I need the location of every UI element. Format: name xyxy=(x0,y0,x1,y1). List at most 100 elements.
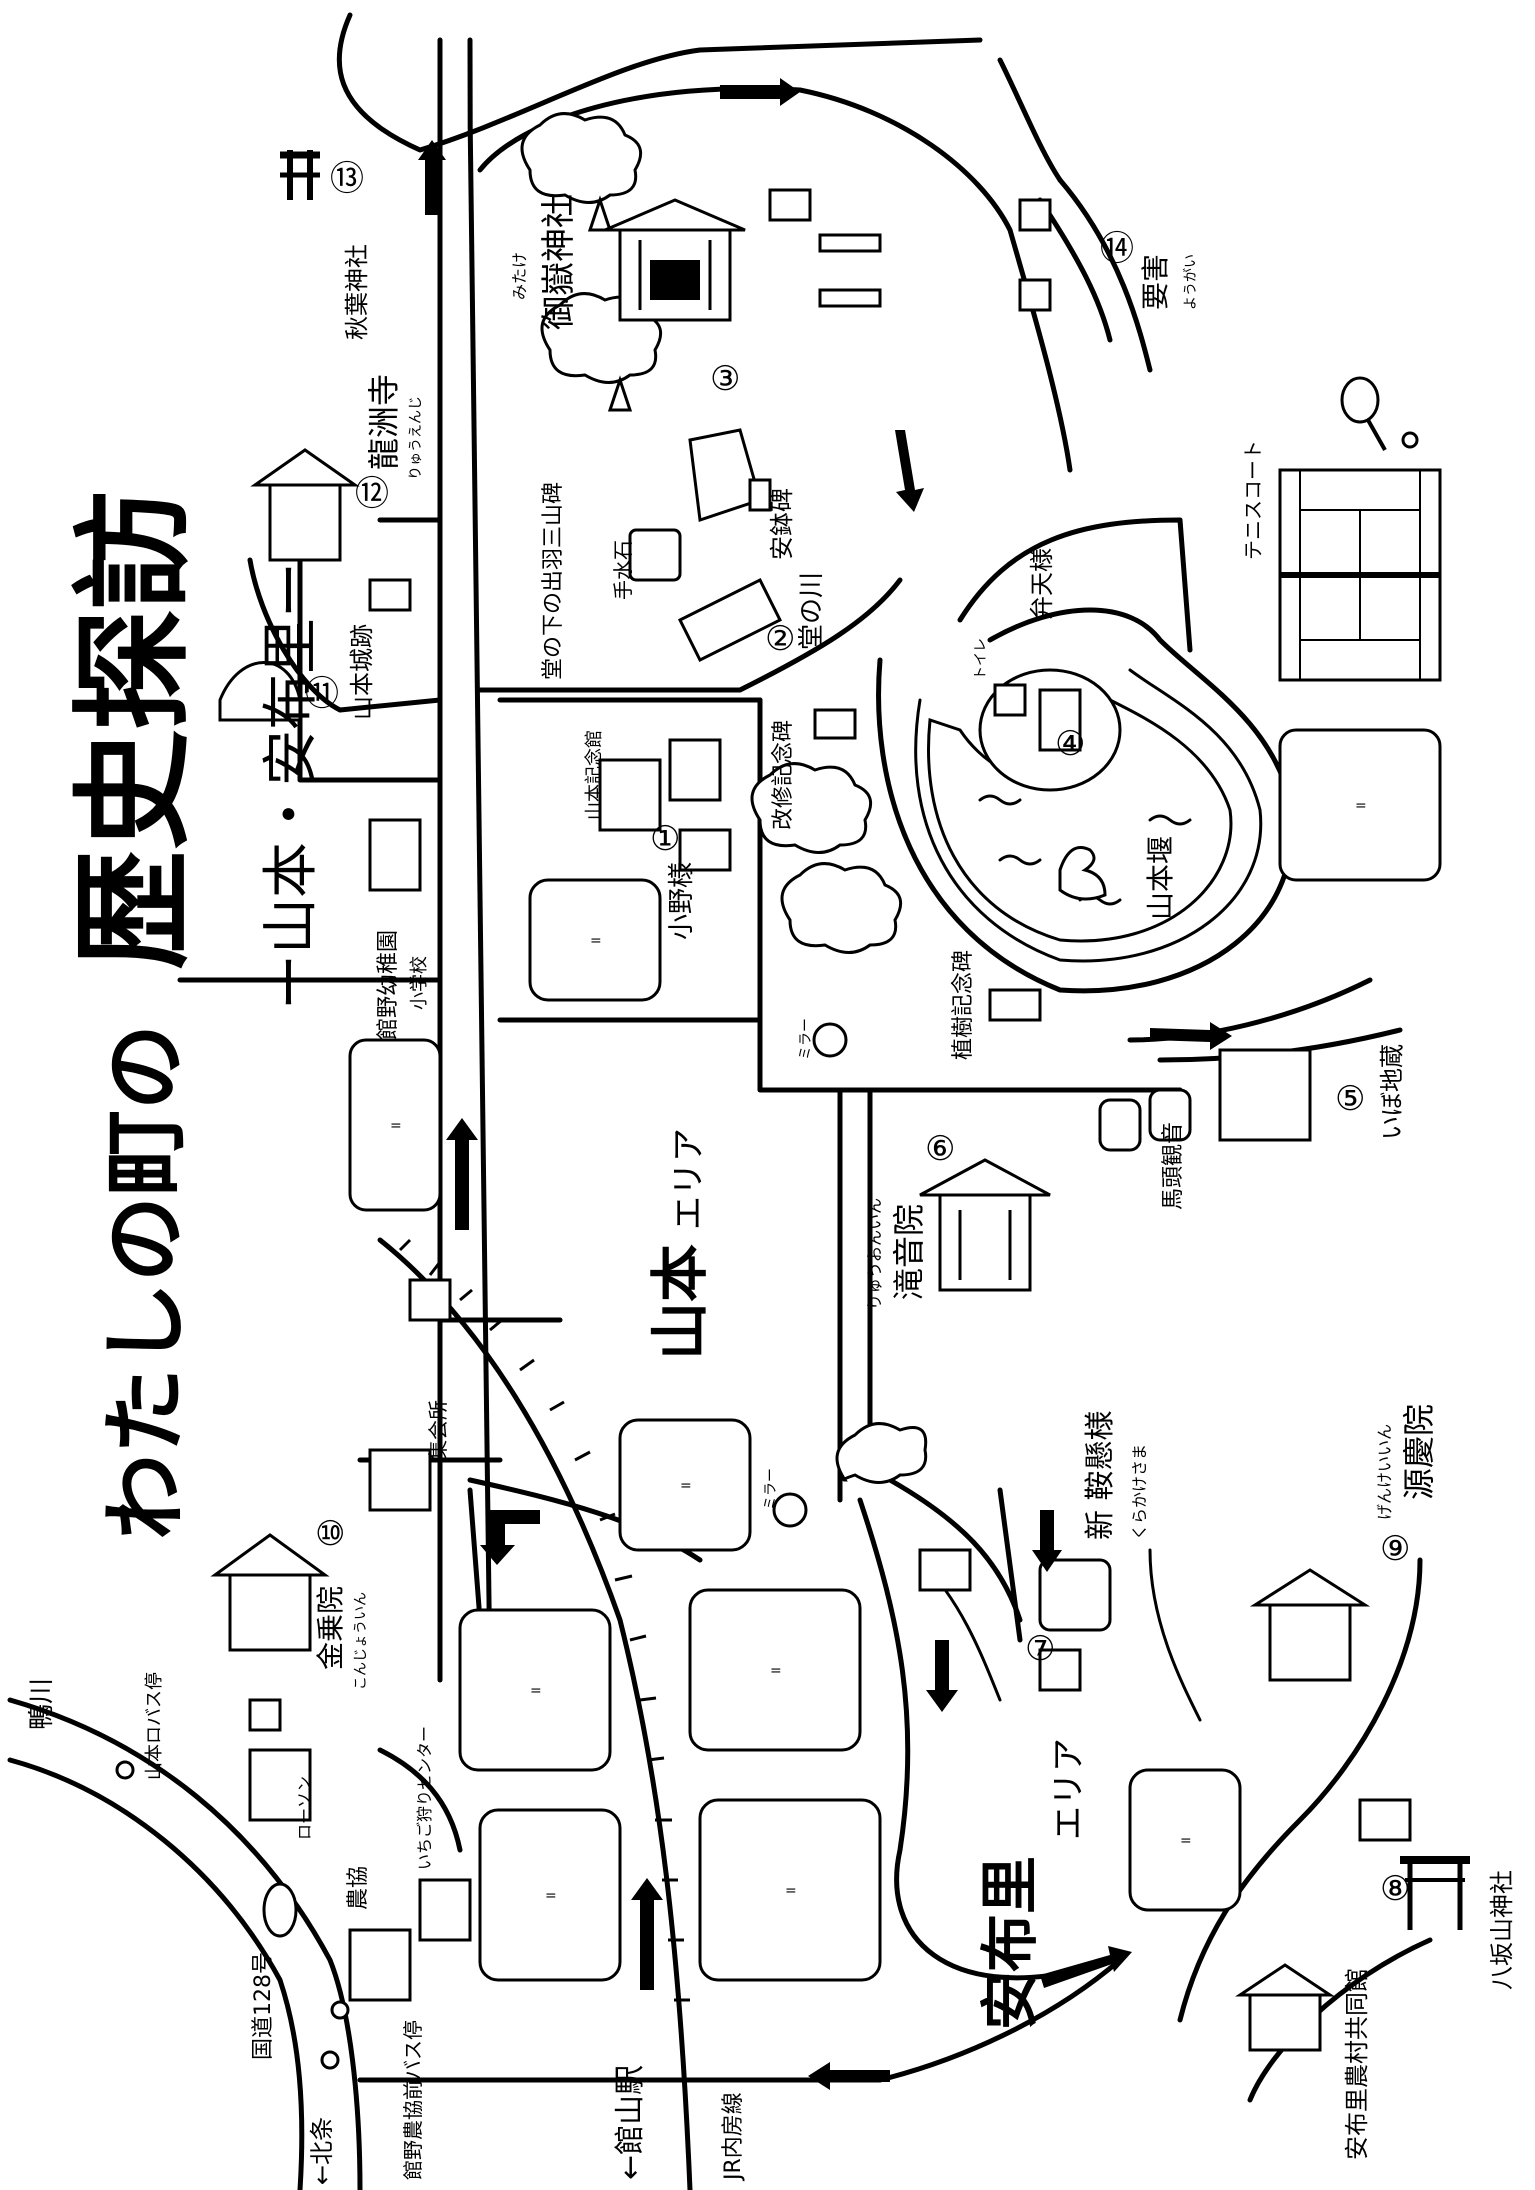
site-number: ④ xyxy=(1055,724,1085,764)
site-ruby: りゅうえんじ xyxy=(408,396,424,480)
monument-icon xyxy=(748,478,772,512)
label-bus-nokyo: 館野農協前バス停 xyxy=(401,2020,425,2180)
arrow-right-icon xyxy=(1150,1022,1232,1050)
yasaka-shrine-icon xyxy=(1358,1798,1412,1842)
arrow-right-icon xyxy=(720,78,800,106)
site-number: ⑤ xyxy=(1335,1079,1365,1119)
fields xyxy=(348,728,1442,1982)
site-number: ⑬ xyxy=(330,159,364,199)
title-block: わたしの町の 歴史探訪 xyxy=(65,490,204,1540)
tennis-ball-icon xyxy=(1401,431,1419,449)
label-horse-kannon: 馬頭観音 xyxy=(1161,1122,1186,1210)
field xyxy=(1278,728,1442,882)
site-name: 御嶽神社 xyxy=(539,194,579,330)
label-to-kamogawa: 鴨川 xyxy=(27,1678,57,1730)
site-name: 弁天様 xyxy=(1028,548,1056,620)
site-number: ⑨ xyxy=(1380,1529,1410,1569)
mirror-icon xyxy=(812,1022,848,1058)
label-monument-dewa: 堂の下の出羽三山碑 xyxy=(541,482,566,680)
site-name: 八坂山神社 xyxy=(1488,1870,1516,1990)
mirror-icon xyxy=(772,1492,808,1528)
area-abuzato: 安布里 xyxy=(976,1856,1044,2030)
site-name: 龍洲寺 xyxy=(365,374,403,470)
house-icon xyxy=(1018,278,1052,312)
label-jr: JR内房線 xyxy=(721,2092,746,2182)
mailbox-icon xyxy=(918,1548,972,1592)
kurakake-icon xyxy=(1038,1558,1112,1632)
site-number: ① xyxy=(650,819,680,859)
temple-icon xyxy=(919,1158,1051,1292)
site-ruby: げんけいいん xyxy=(1375,1424,1394,1520)
kinenkan-icon xyxy=(598,758,662,832)
label-kinen2: 植樹記念碑 xyxy=(951,950,976,1060)
site-name: いぼ地蔵 xyxy=(1378,1044,1406,1140)
label-stone: 手水石 xyxy=(611,540,635,600)
railway-ties xyxy=(398,1238,690,2002)
stone-icon xyxy=(1148,1088,1192,1142)
shrine-small-icon xyxy=(678,828,732,872)
monument-icon xyxy=(813,708,857,740)
arrow-left-icon xyxy=(808,2062,890,2090)
torii-icon xyxy=(1400,1856,1470,1930)
field xyxy=(688,1588,862,1752)
field xyxy=(348,1038,442,1212)
buildings xyxy=(115,150,1470,2070)
site-markers: ① 小野様 ② 堂の川 ③ 御嶽神社 みたけ ④ 弁天様 ⑤ いぼ地蔵 ⑥ 滝音… xyxy=(305,159,1516,1990)
site-ruby: ようがい xyxy=(1183,254,1199,310)
temple-icon xyxy=(1249,1568,1371,1682)
temple-icon xyxy=(210,1533,330,1652)
site-name: 堂の川 xyxy=(797,572,827,650)
arrow-left-icon xyxy=(480,1510,540,1565)
site-number: ⑪ xyxy=(305,674,339,714)
label-tennis: テニスコート xyxy=(1241,440,1265,560)
label-to-kitajo: ←北条 xyxy=(308,2117,336,2185)
statue-icon xyxy=(668,738,722,802)
label-toilet: トイレ xyxy=(973,638,989,680)
arrow-up-icon xyxy=(418,140,446,215)
lantern-icon xyxy=(818,233,882,253)
tennis-racket-icon xyxy=(1340,376,1380,424)
title-emphasis: 歴史探訪 xyxy=(65,490,204,970)
label-kinen1: 改修記念碑 xyxy=(771,720,796,830)
label-route: 国道128号 xyxy=(251,1952,276,2060)
monument-icon xyxy=(988,988,1042,1022)
stone-icon xyxy=(1038,1648,1082,1692)
house-icon xyxy=(1018,198,1052,232)
site-name: 源慶院 xyxy=(1400,1404,1438,1500)
field-mark: = xyxy=(785,1883,797,1899)
tennis-court xyxy=(1278,376,1442,682)
label-pond: 山本堰 xyxy=(1144,836,1177,920)
tree-icon xyxy=(780,862,903,954)
area-yamamoto: 山本 xyxy=(646,1244,714,1360)
arrow-right-icon xyxy=(1040,1946,1132,1988)
field-mark: = xyxy=(680,1478,692,1494)
site-number: ⑦ xyxy=(1025,1629,1055,1669)
bato-kannon-icon xyxy=(1098,1098,1142,1152)
sign-icon xyxy=(248,1698,282,1732)
site-name: 小野様 xyxy=(667,862,697,940)
ichigo-center-icon xyxy=(418,1878,472,1942)
field xyxy=(478,1808,622,1982)
field-mark: = xyxy=(590,933,602,949)
castle-site-icon xyxy=(218,661,302,722)
arrow-down-icon xyxy=(895,430,924,512)
site-number: ⑫ xyxy=(355,474,389,514)
label-kindergarten: 館野幼稚園 xyxy=(376,930,401,1040)
lantern-icon xyxy=(818,288,882,308)
label-monument-anba: 安鉢碑 xyxy=(768,488,796,560)
arrow-up-icon xyxy=(631,1878,663,1990)
bus-stop-icon xyxy=(320,2050,340,2070)
label-lawson: ローソン xyxy=(295,1776,314,1840)
direction-arrows xyxy=(418,78,1232,2090)
area-yamamoto-suffix: エリア xyxy=(669,1128,709,1230)
label-mirror: ミラー xyxy=(798,1018,814,1060)
field-mark: = xyxy=(1180,1833,1192,1849)
shukaijo-icon xyxy=(368,1448,432,1512)
subtitle-block: ー山本・安布里ー xyxy=(259,562,324,1010)
site-name: 秋葉神社 xyxy=(343,244,371,340)
site-name: 要害 xyxy=(1139,254,1172,310)
lantern-icon xyxy=(768,188,812,222)
field-mark: = xyxy=(530,1683,542,1699)
field xyxy=(1128,1768,1242,1912)
